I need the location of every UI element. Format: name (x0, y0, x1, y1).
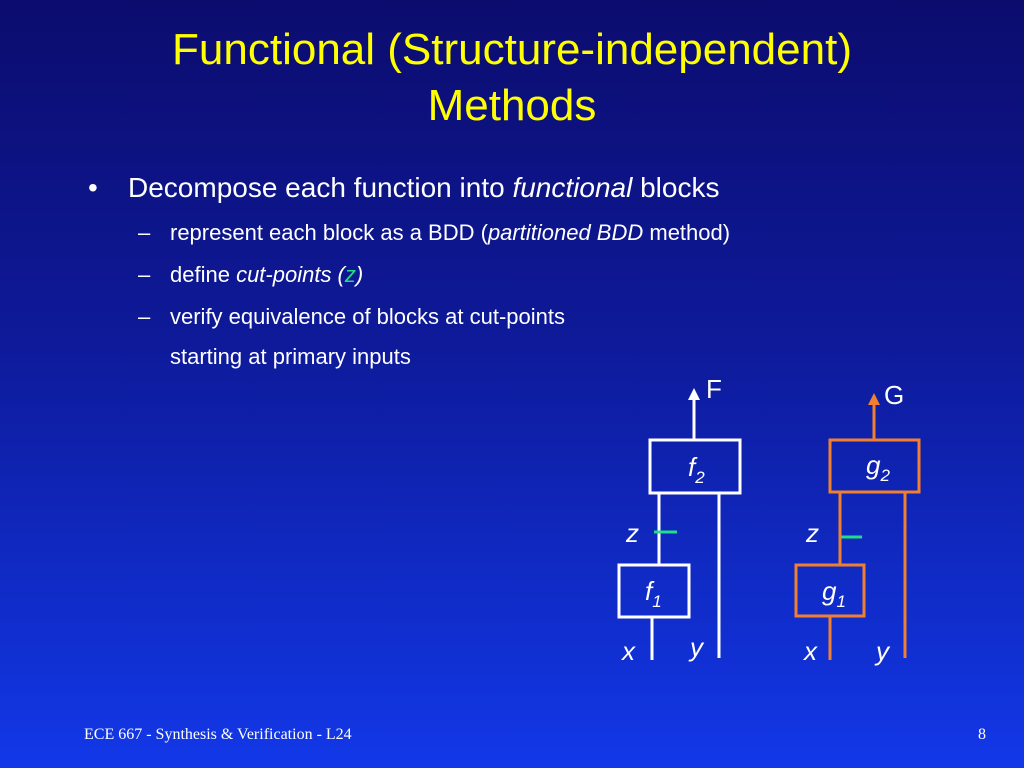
f-output-label: F (706, 374, 722, 404)
f-circuit (617, 388, 742, 660)
dash-marker: – (138, 304, 151, 329)
footer-course-label: ECE 667 - Synthesis & Verification - L24 (84, 726, 352, 743)
g-input-y: y (874, 636, 891, 666)
sub-bullet-define: –define cut-points (z) (138, 260, 988, 290)
sub-bullet-represent: –represent each block as a BDD (partitio… (138, 218, 988, 248)
g-circuit (794, 393, 921, 660)
footer-page-number: 8 (978, 726, 986, 743)
bullet-text-after: blocks (632, 172, 720, 203)
dash-marker: – (138, 220, 151, 245)
slide-title: Functional (Structure-independent) Metho… (0, 22, 1024, 134)
f2-label: f2 (688, 452, 705, 487)
f1-block (617, 563, 691, 619)
g-input-x: x (802, 636, 818, 666)
bullet-marker: • (88, 172, 98, 203)
sub2-before: define (170, 262, 237, 287)
title-line-1: Functional (Structure-independent) (172, 25, 852, 74)
bullet-list: • Decompose each function into functional… (88, 170, 988, 372)
sub2-emphasis: cut-points ( (236, 262, 345, 287)
title-line-2: Methods (427, 81, 597, 130)
f-cut-label: z (625, 518, 639, 548)
sub2-variable: z (344, 262, 356, 287)
sub3-text: verify equivalence of blocks at cut-poin… (170, 304, 565, 329)
g-output-label: G (884, 380, 904, 410)
sub2-close: ) (355, 262, 364, 287)
g2-label: g2 (866, 450, 890, 485)
f-input-y: y (688, 632, 705, 662)
dash-marker: – (138, 262, 151, 287)
sub-bullet-verify: –verify equivalence of blocks at cut-poi… (138, 302, 988, 332)
bullet-text-before: Decompose each function into (128, 172, 513, 203)
f-input-x: x (620, 636, 636, 666)
sub1-before: represent each block as a BDD ( (170, 220, 488, 245)
sub-bullet-verify-continued: starting at primary inputs (170, 344, 411, 369)
g-cut-label: z (805, 518, 819, 548)
bullet-emphasis: functional (512, 172, 633, 203)
f2-block (648, 438, 742, 495)
f1-label: f1 (645, 576, 662, 611)
sub1-emphasis: partitioned BDD (487, 220, 644, 245)
bullet-decompose: • Decompose each function into functional… (88, 170, 988, 206)
g1-label: g1 (822, 576, 846, 611)
g2-block (828, 438, 921, 494)
sub1-after: method) (643, 220, 731, 245)
